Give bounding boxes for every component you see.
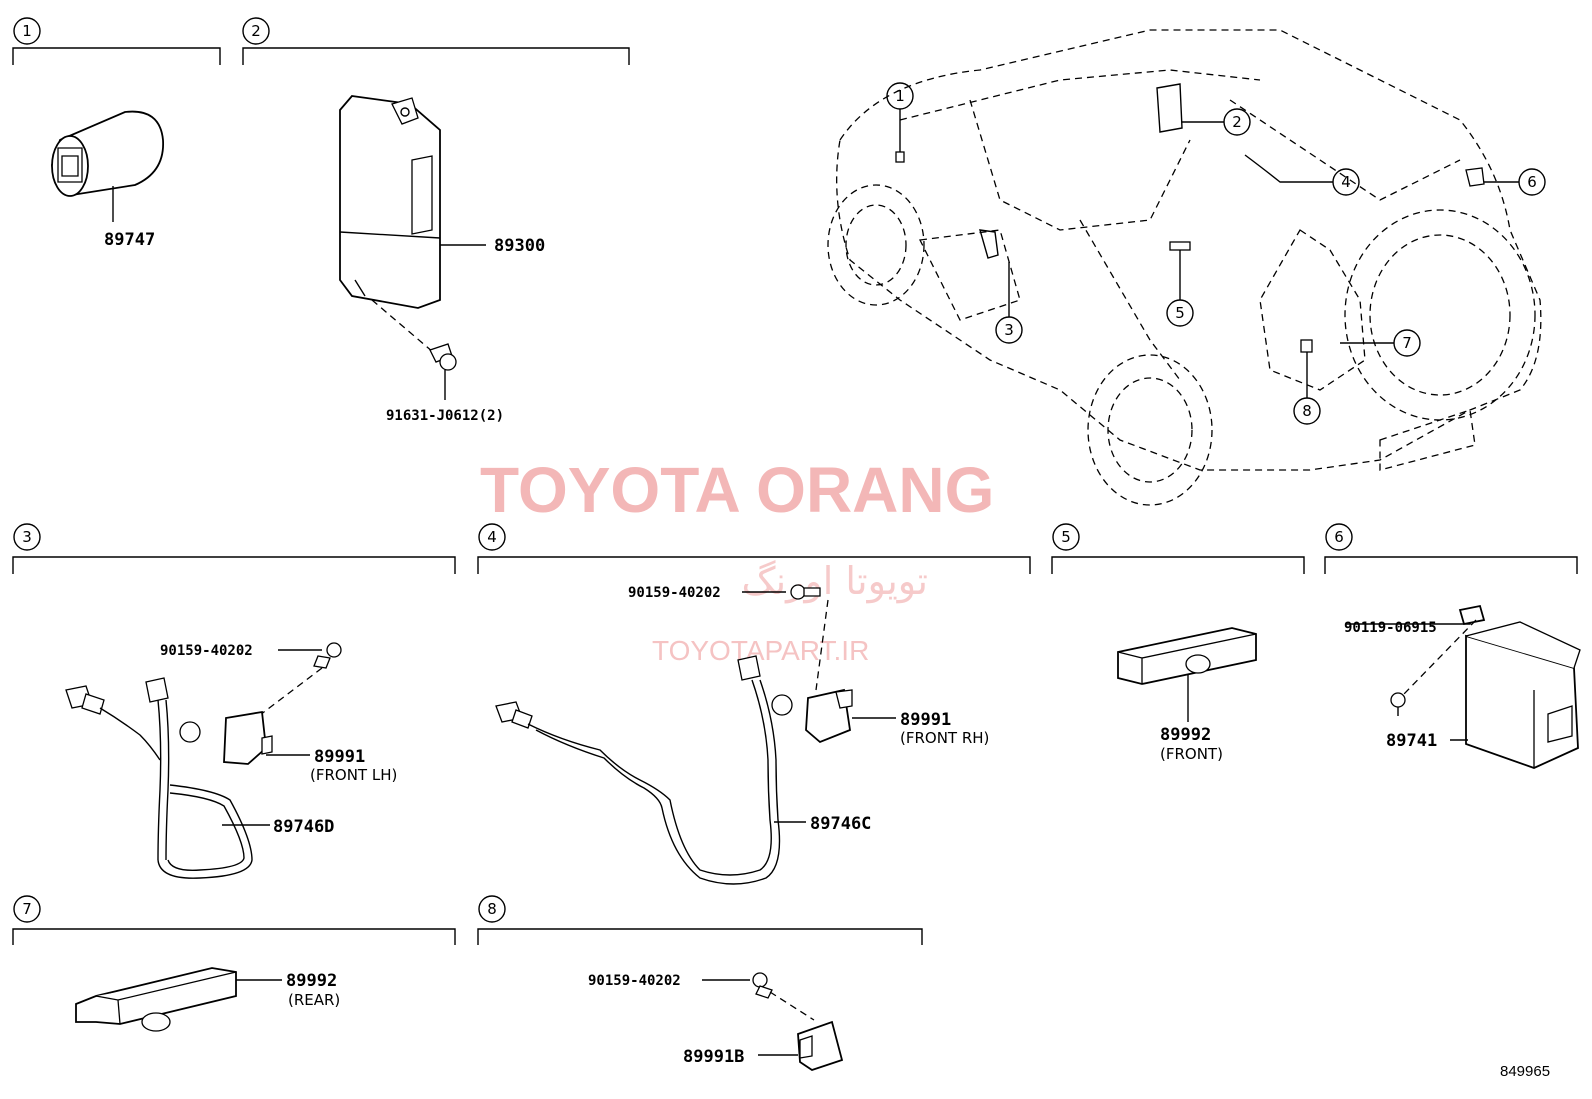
part-number-s8-sensor: 89991B [683, 1047, 744, 1067]
section-7-header: 7 [12, 895, 456, 945]
part-note-s4-sensor: (FRONT RH) [900, 729, 989, 747]
section-3-header: 3 [12, 523, 456, 574]
svg-text:6: 6 [1334, 528, 1344, 546]
svg-text:7: 7 [1402, 334, 1412, 352]
part-number-s4-bolt: 90159-40202 [628, 585, 721, 601]
part-number-s4-harness: 89746C [810, 814, 871, 834]
svg-text:8: 8 [487, 900, 497, 918]
svg-text:4: 4 [1341, 173, 1351, 191]
part-number-89747: 89747 [104, 230, 155, 250]
part-number-s3-harness: 89746D [273, 817, 334, 837]
svg-text:7: 7 [22, 900, 32, 918]
part-note-s3-sensor: (FRONT LH) [310, 766, 397, 784]
svg-text:6: 6 [1527, 173, 1537, 191]
svg-text:8: 8 [1302, 402, 1312, 420]
section-7-drawing [75, 967, 282, 1032]
part-number-s7-antenna: 89992 [286, 971, 337, 991]
part-number-89300: 89300 [494, 236, 545, 256]
svg-text:5: 5 [1175, 304, 1185, 322]
part-number-s4-sensor: 89991 [900, 710, 951, 730]
svg-text:3: 3 [22, 528, 32, 546]
svg-text:1: 1 [22, 22, 32, 40]
svg-text:5: 5 [1061, 528, 1071, 546]
svg-text:2: 2 [251, 22, 261, 40]
vehicle-callout-4: 4 [1244, 154, 1360, 196]
section-8-header: 8 [477, 895, 923, 945]
vehicle-callout-8: 8 [1293, 339, 1321, 425]
vehicle-callout-5: 5 [1166, 241, 1194, 327]
svg-text:2: 2 [1232, 113, 1242, 131]
part-number-s5-antenna: 89992 [1160, 725, 1211, 745]
section-5-header: 5 [1051, 523, 1305, 574]
section-8-drawing [702, 972, 844, 1071]
part-number-s6-bolt: 90119-06915 [1344, 620, 1437, 636]
svg-text:3: 3 [1004, 321, 1014, 339]
section-2-header: 2 [242, 17, 630, 65]
part-number-s6-module: 89741 [1386, 731, 1437, 751]
part-89747-drawing [51, 110, 164, 222]
vehicle-callout-2: 2 [1182, 108, 1251, 136]
part-number-s8-bolt: 90159-40202 [588, 973, 681, 989]
part-number-91631-J0612: 91631-J0612(2) [386, 408, 504, 424]
vehicle-callout-1: 1 [886, 82, 914, 163]
watermark-persian: تویوتا اورنگ [742, 559, 929, 604]
part-number-s3-bolt: 90159-40202 [160, 643, 253, 659]
section-3-drawing [65, 642, 342, 879]
part-note-s7-antenna: (REAR) [288, 991, 340, 1009]
vehicle-callout-6: 6 [1465, 167, 1546, 196]
section-6-drawing [1346, 604, 1581, 769]
watermark-url: TOYOTAPART.IR [652, 635, 869, 666]
section-4-drawing [495, 584, 896, 885]
svg-text:1: 1 [895, 87, 905, 105]
diagram-code: 849965 [1500, 1063, 1550, 1080]
svg-text:4: 4 [487, 528, 497, 546]
section-5-drawing [1117, 627, 1257, 722]
vehicle-callout-7: 7 [1340, 329, 1421, 357]
section-6-header: 6 [1324, 523, 1578, 574]
vehicle-callout-3: 3 [995, 262, 1023, 344]
part-note-s5-antenna: (FRONT) [1160, 745, 1223, 763]
part-number-s3-sensor: 89991 [314, 747, 365, 767]
section-1-header: 1 [12, 17, 221, 65]
section-4-header: 4 [477, 523, 1031, 574]
vehicle-outline [827, 29, 1542, 506]
part-89300-drawing [339, 95, 486, 400]
watermark-brand: TOYOTA ORANG [480, 454, 994, 526]
